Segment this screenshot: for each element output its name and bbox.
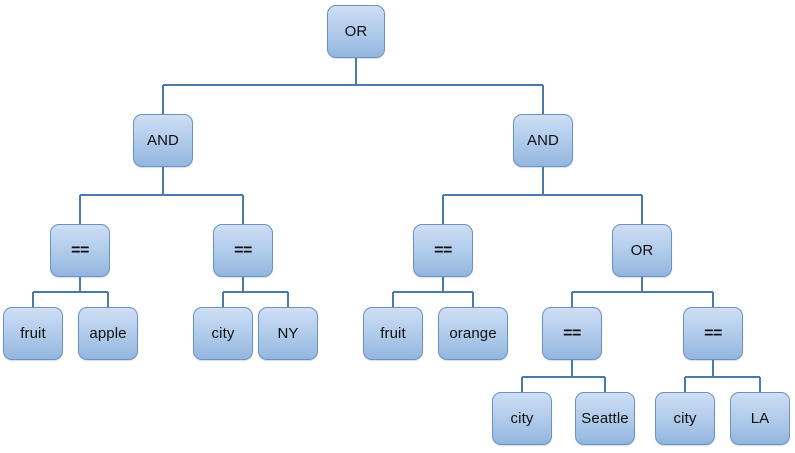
tree-node-n12[interactable]: orange — [438, 307, 508, 360]
tree-node-n1[interactable]: AND — [133, 114, 193, 167]
tree-node-label: AND — [527, 132, 559, 149]
tree-node-n14[interactable]: == — [683, 307, 743, 360]
tree-node-label: NY — [277, 325, 299, 342]
tree-node-label: fruit — [380, 325, 406, 342]
tree-node-label: == — [71, 241, 89, 259]
tree-node-label: city — [211, 325, 235, 342]
tree-node-n5[interactable]: == — [413, 224, 473, 277]
tree-node-label: LA — [750, 410, 770, 427]
tree-node-label: apple — [89, 325, 127, 342]
tree-node-n9[interactable]: city — [193, 307, 253, 360]
tree-node-n18[interactable]: LA — [730, 392, 790, 445]
tree-node-label: == — [704, 324, 722, 342]
tree-node-n15[interactable]: city — [492, 392, 552, 445]
tree-node-n3[interactable]: == — [50, 224, 110, 277]
tree-node-n11[interactable]: fruit — [363, 307, 423, 360]
tree-node-label: == — [234, 241, 252, 259]
tree-node-label: fruit — [20, 325, 46, 342]
tree-node-label: orange — [449, 325, 497, 342]
tree-node-label: Seattle — [581, 410, 629, 427]
tree-node-label: city — [510, 410, 534, 427]
tree-node-n7[interactable]: fruit — [3, 307, 63, 360]
tree-node-label: == — [563, 324, 581, 342]
tree-node-label: OR — [344, 23, 368, 40]
tree-node-n16[interactable]: Seattle — [575, 392, 635, 445]
tree-node-n6[interactable]: OR — [612, 224, 672, 277]
tree-node-label: AND — [147, 132, 179, 149]
tree-node-label: city — [673, 410, 697, 427]
tree-node-label: OR — [630, 242, 654, 259]
tree-node-n4[interactable]: == — [213, 224, 273, 277]
tree-node-n0[interactable]: OR — [327, 5, 385, 58]
tree-node-label: == — [434, 241, 452, 259]
tree-node-n13[interactable]: == — [542, 307, 602, 360]
tree-node-n8[interactable]: apple — [78, 307, 138, 360]
tree-node-n2[interactable]: AND — [513, 114, 573, 167]
tree-node-n10[interactable]: NY — [258, 307, 318, 360]
tree-node-n17[interactable]: city — [655, 392, 715, 445]
